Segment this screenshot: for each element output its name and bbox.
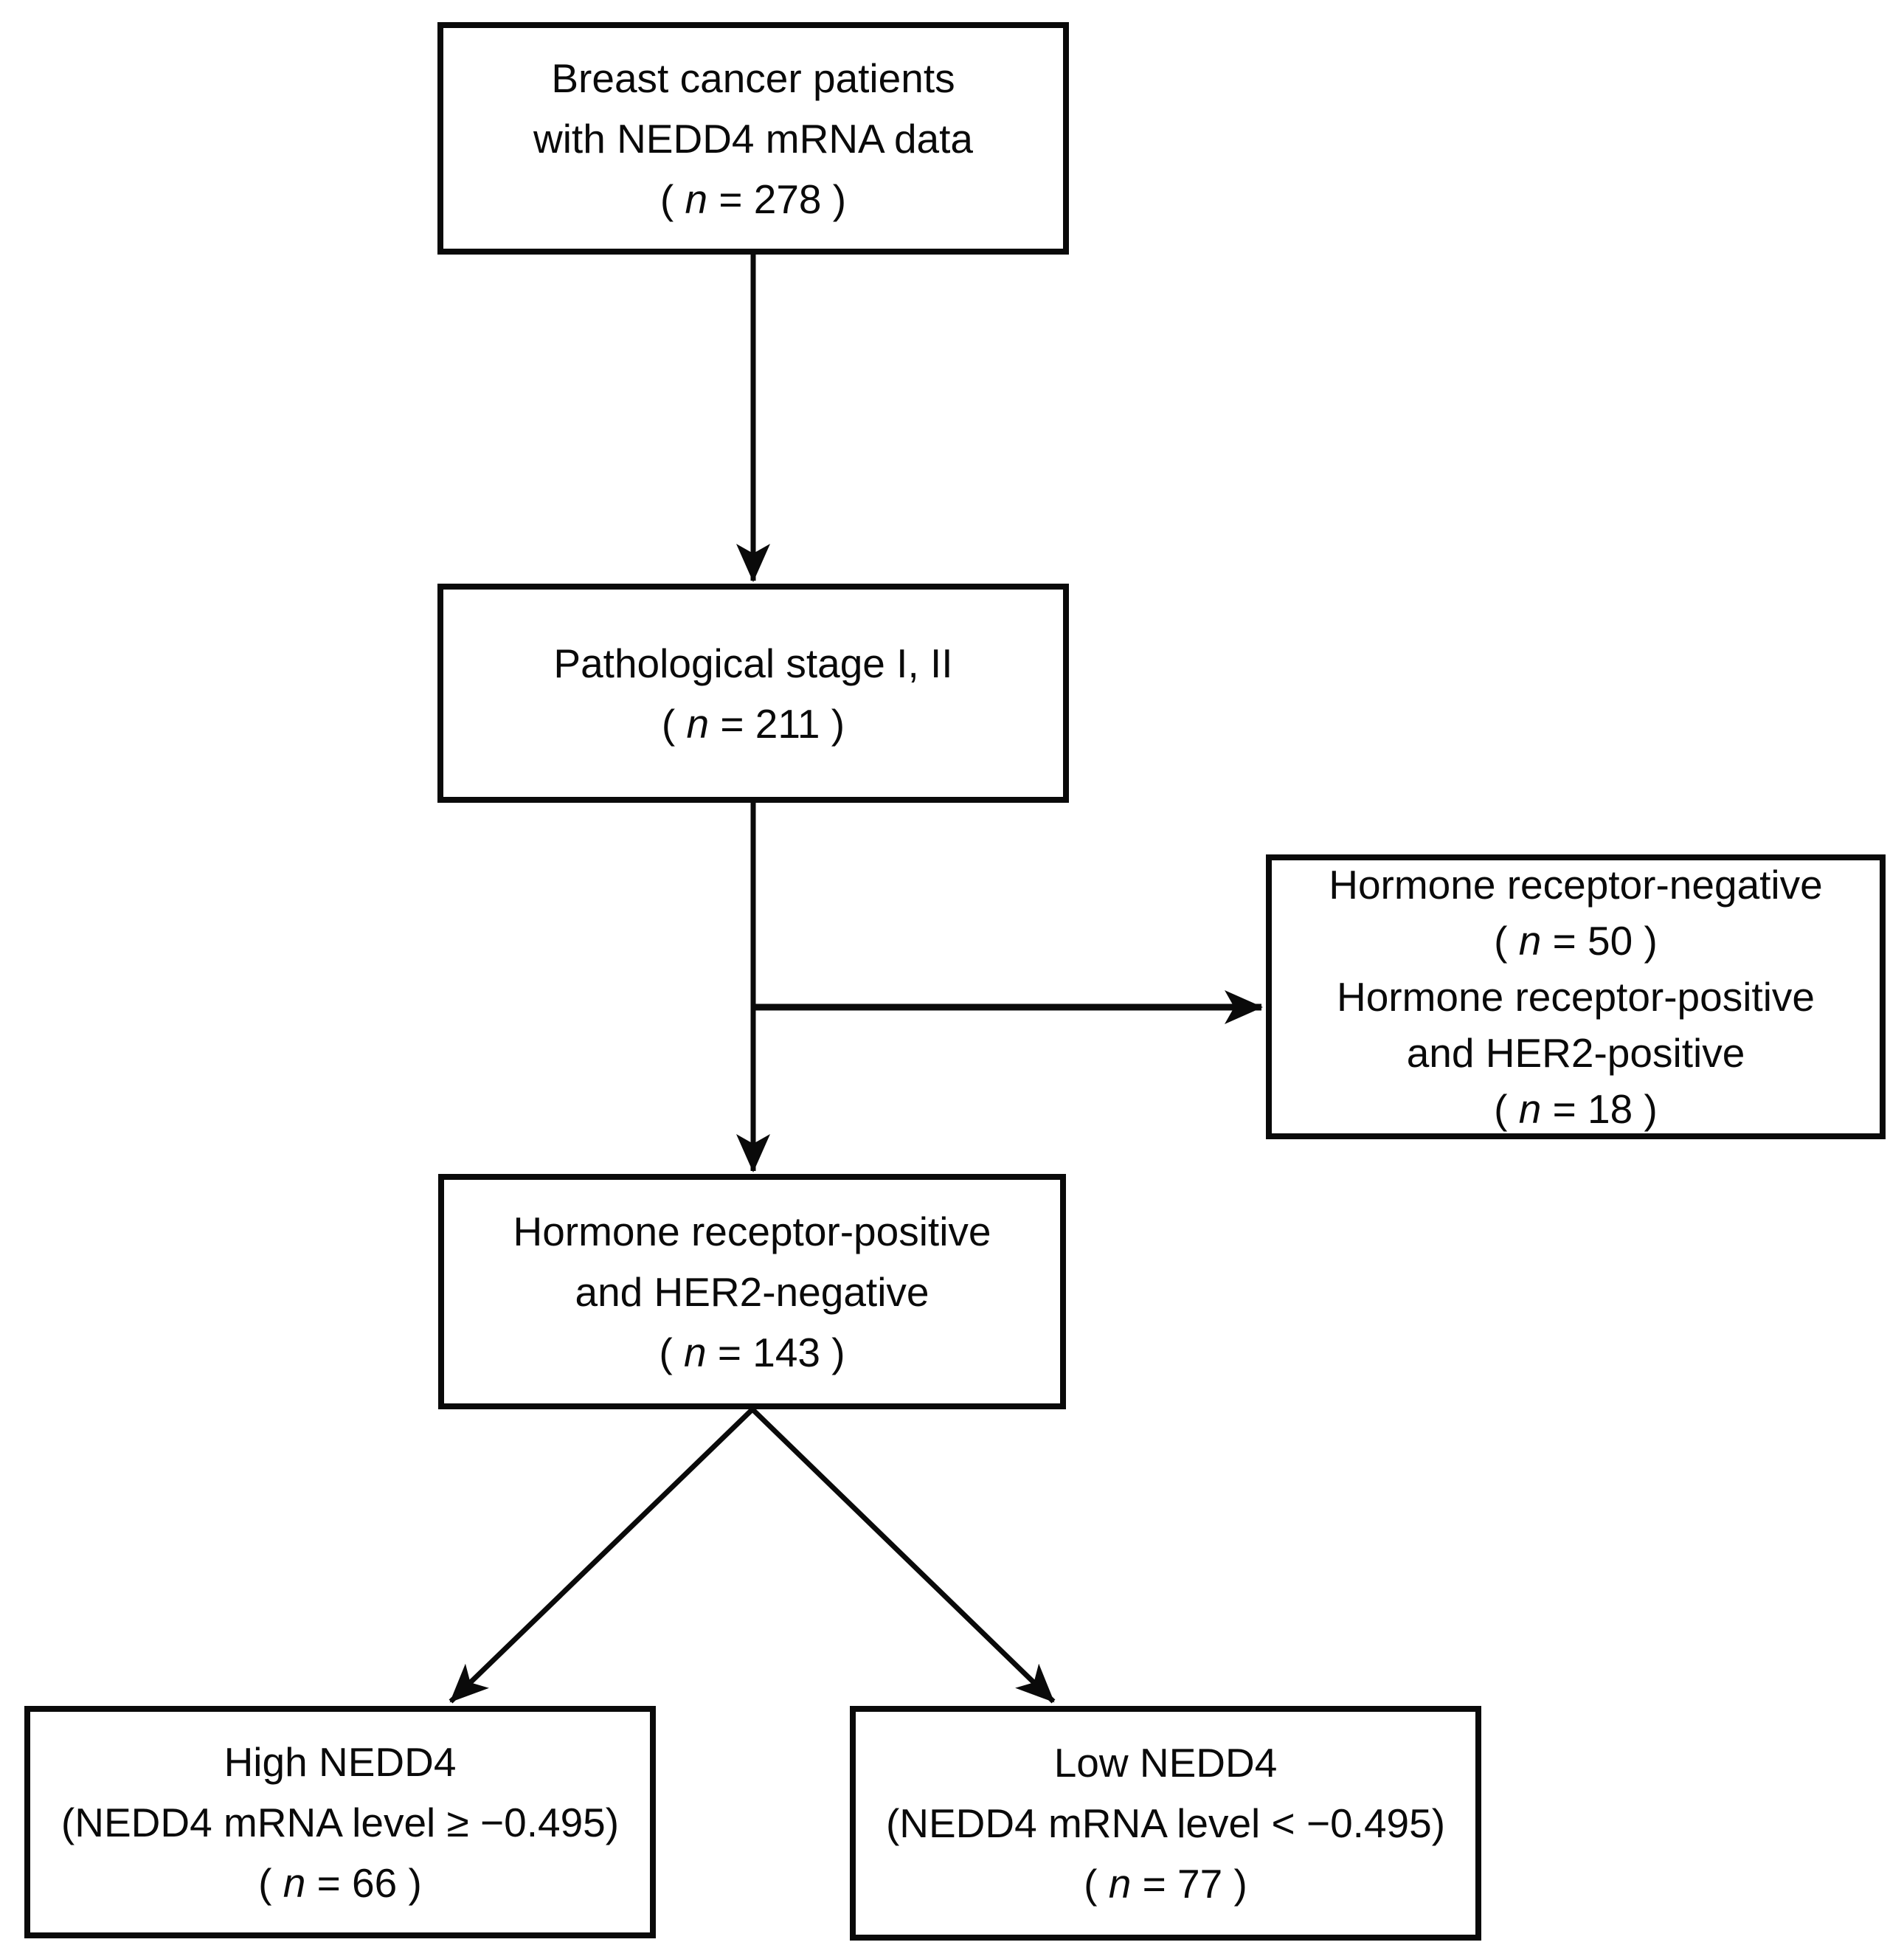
node-high-nedd4: High NEDD4 (NEDD4 mRNA level ≥ −0.495) (… xyxy=(24,1706,656,1938)
n-symbol: n xyxy=(685,176,708,222)
sample-size: ( n = 278 ) xyxy=(660,169,846,229)
n-symbol: n xyxy=(283,1859,306,1906)
sample-size: ( n = 211 ) xyxy=(662,694,845,754)
sample-size: ( n = 66 ) xyxy=(258,1853,422,1913)
node-text-line: Hormone receptor-positive xyxy=(513,1208,991,1254)
n-close: = 77 ) xyxy=(1131,1861,1247,1907)
n-symbol: n xyxy=(1108,1861,1132,1907)
node-text-line: Hormone receptor-negative xyxy=(1329,862,1823,908)
n-symbol: n xyxy=(1518,1086,1542,1132)
node-text-line: (NEDD4 mRNA level ≥ −0.495) xyxy=(60,1799,620,1845)
sample-size: ( n = 77 ) xyxy=(1084,1853,1247,1914)
node-text-line: Hormone receptor-positive xyxy=(1336,974,1815,1020)
n-open: ( xyxy=(660,176,685,222)
n-symbol: n xyxy=(686,700,710,747)
n-close: = 50 ) xyxy=(1541,918,1658,964)
n-open: ( xyxy=(659,1329,684,1375)
n-open: ( xyxy=(1494,918,1519,964)
sample-size: ( n = 18 ) xyxy=(1494,1081,1658,1137)
n-symbol: n xyxy=(1518,918,1542,964)
n-open: ( xyxy=(661,700,687,747)
node-text-line: and HER2-negative xyxy=(575,1268,930,1315)
n-close: = 18 ) xyxy=(1541,1086,1658,1132)
sample-size: ( n = 50 ) xyxy=(1494,913,1658,969)
node-text-line: and HER2-positive xyxy=(1406,1030,1745,1076)
n-close: = 143 ) xyxy=(706,1329,845,1375)
n-open: ( xyxy=(1084,1861,1109,1907)
node-text-line: (NEDD4 mRNA level < −0.495) xyxy=(885,1800,1446,1846)
n-symbol: n xyxy=(683,1329,707,1375)
node-breast-cancer-patients: Breast cancer patients with NEDD4 mRNA d… xyxy=(437,22,1069,255)
n-open: ( xyxy=(258,1859,283,1906)
node-low-nedd4: Low NEDD4 (NEDD4 mRNA level < −0.495) ( … xyxy=(850,1706,1481,1941)
node-text-line: with NEDD4 mRNA data xyxy=(533,115,974,162)
node-text-line: High NEDD4 xyxy=(224,1738,457,1785)
n-close: = 66 ) xyxy=(305,1859,422,1906)
connector-split-to-low-nedd4-arrow xyxy=(750,1407,1056,1704)
connector-split-to-high-nedd4-arrow xyxy=(449,1407,755,1704)
n-open: ( xyxy=(1494,1086,1519,1132)
n-close: = 211 ) xyxy=(709,700,845,747)
node-pathological-stage: Pathological stage I, II ( n = 211 ) xyxy=(437,584,1069,803)
sample-size: ( n = 143 ) xyxy=(659,1322,845,1383)
node-hr-positive-her2-negative: Hormone receptor-positive and HER2-negat… xyxy=(438,1174,1066,1409)
node-text-line: Pathological stage I, II xyxy=(553,640,953,686)
n-close: = 278 ) xyxy=(707,176,847,222)
node-text-line: Low NEDD4 xyxy=(1053,1740,1278,1786)
node-excluded-patients: Hormone receptor-negative ( n = 50 ) Hor… xyxy=(1266,854,1886,1139)
node-text-line: Breast cancer patients xyxy=(551,55,955,101)
